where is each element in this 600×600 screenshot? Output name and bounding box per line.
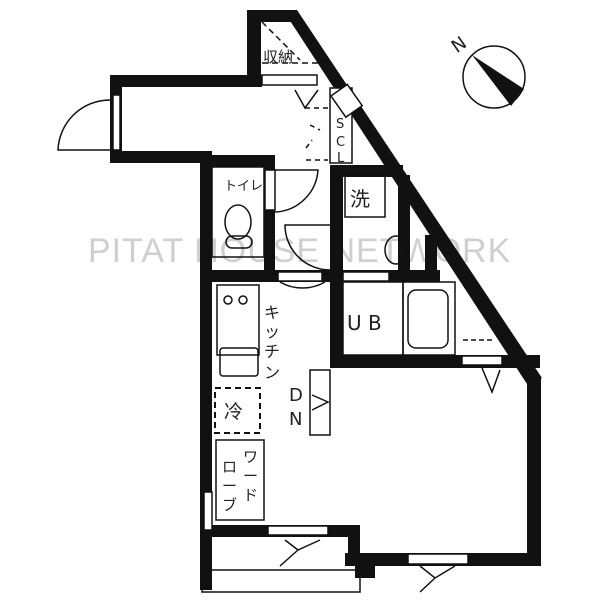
label-washer: 洗: [350, 187, 370, 211]
entrance-door-swing: [57, 99, 111, 151]
label-wardrobe-3: ド: [243, 486, 258, 504]
walls: [110, 10, 542, 590]
toilet-door-swing: [274, 169, 319, 213]
compass-icon: N: [448, 33, 526, 109]
label-wardrobe-2: ー: [243, 467, 258, 485]
label-unit-bath: U B: [347, 311, 382, 335]
label-scl-c: C: [336, 135, 345, 150]
label-kitchen-3: チ: [264, 342, 280, 361]
label-kitchen-1: キ: [264, 303, 280, 322]
label-wardrobe-4: ロ: [222, 458, 237, 476]
label-fridge: 冷: [224, 401, 243, 423]
label-kitchen-4: ン: [264, 363, 280, 382]
compass-north-label: N: [448, 33, 471, 58]
label-storage: 収納: [263, 48, 293, 66]
label-wardrobe-5: ー: [222, 477, 237, 495]
label-dn-n: N: [289, 409, 302, 430]
label-toilet: トイレ: [224, 179, 263, 194]
label-scl-s: S: [336, 117, 344, 132]
label-kitchen-2: ッ: [264, 322, 280, 341]
label-scl-l: L: [337, 151, 345, 166]
label-dn-d: D: [289, 385, 303, 406]
label-wardrobe-6: ブ: [222, 496, 237, 514]
label-wardrobe-1: ワ: [243, 448, 258, 466]
fixtures: [57, 21, 503, 593]
